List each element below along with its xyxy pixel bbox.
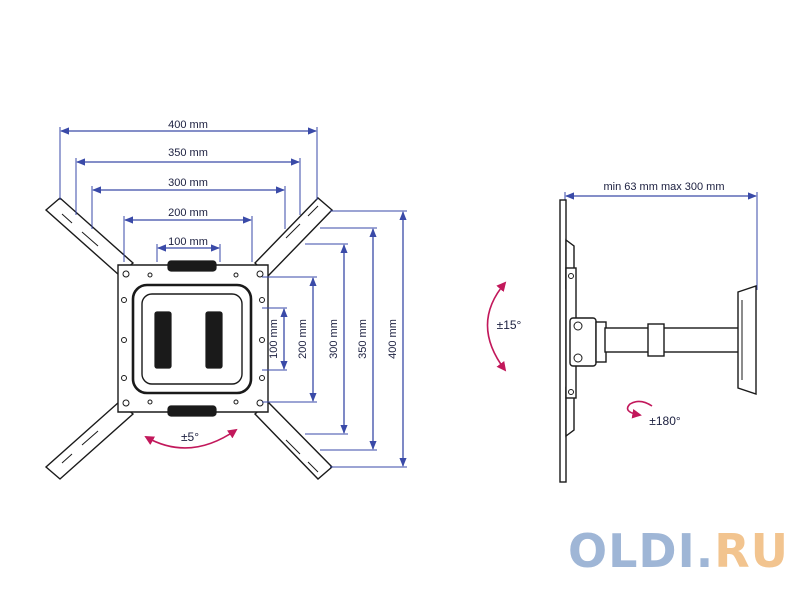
wall-plate <box>117 260 269 417</box>
bracket-arm-bottom-right <box>253 401 334 480</box>
extension-dimension: min 63 mm max 300 mm <box>564 181 758 290</box>
width-dimension-200: 200 mm <box>123 207 253 262</box>
height-label-350: 350 mm <box>357 319 369 359</box>
tilt-arrow: ±15° <box>486 281 522 372</box>
watermark-logo: OLDI.RU <box>568 528 789 574</box>
swivel-label: ±180° <box>649 414 681 428</box>
width-dimension-400: 400 mm <box>59 119 318 200</box>
height-dimension-350: 350 mm <box>320 227 377 451</box>
wall-plate-side <box>737 285 757 395</box>
height-label-200: 200 mm <box>297 319 309 359</box>
tilt-label: ±15° <box>497 318 522 332</box>
height-label-100: 100 mm <box>268 319 280 359</box>
extension-label: min 63 mm max 300 mm <box>603 181 724 193</box>
height-label-400: 400 mm <box>387 319 399 359</box>
width-label-400: 400 mm <box>168 119 208 131</box>
front-view: 400 mm 350 mm 300 mm 200 mm 100 mm <box>44 119 407 480</box>
swivel-arrow: ±180° <box>626 400 681 428</box>
extension-arm <box>604 323 741 357</box>
width-label-200: 200 mm <box>168 207 208 219</box>
tilt-head <box>569 317 607 367</box>
width-dimension-300: 300 mm <box>91 177 286 229</box>
width-label-350: 350 mm <box>168 147 208 159</box>
width-label-100: 100 mm <box>168 236 208 248</box>
height-label-300: 300 mm <box>328 319 340 359</box>
height-dimension-300: 300 mm <box>305 243 348 435</box>
bracket-arm-bottom-left <box>44 401 135 480</box>
watermark-part-2: RU <box>714 524 789 578</box>
width-dimension-350: 350 mm <box>75 147 301 215</box>
height-dimension-200: 200 mm <box>262 276 317 403</box>
height-dimension-100: 100 mm <box>262 307 288 371</box>
width-label-300: 300 mm <box>168 177 208 189</box>
watermark-part-1: OLDI. <box>568 524 715 578</box>
height-dimension-400: 400 mm <box>330 210 407 468</box>
rotation-label-front: ±5° <box>181 430 199 444</box>
bracket-arm-top-left <box>44 197 135 276</box>
side-view: min 63 mm max 300 mm <box>486 181 758 483</box>
width-dimension-100: 100 mm <box>156 236 221 262</box>
rotation-arrow-front: ±5° <box>144 428 238 449</box>
